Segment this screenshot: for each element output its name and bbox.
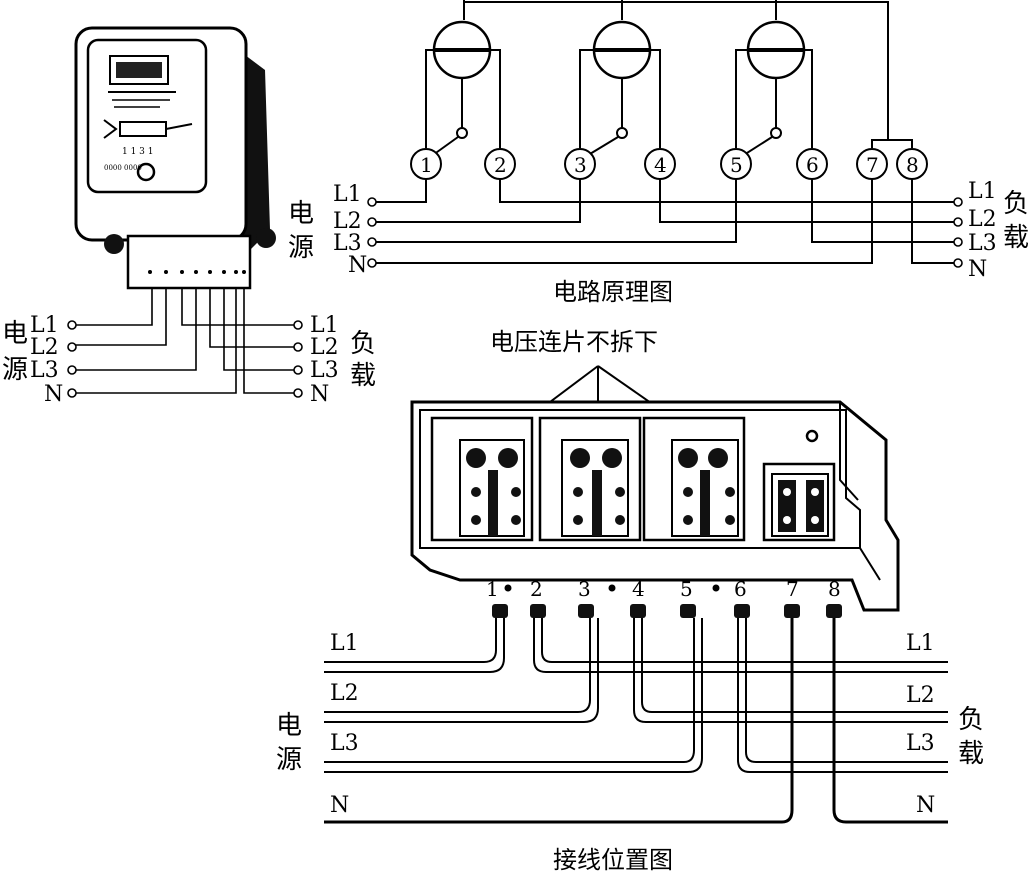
terminal-unit-neutral (762, 462, 836, 542)
principle-terminal-4: 4 (654, 153, 667, 177)
meter-adjust-knob (136, 162, 156, 182)
wiring-load-l1: L1 (906, 631, 935, 656)
meter-load-char-2: 载 (350, 361, 376, 391)
meter-terminal-dots (148, 270, 246, 274)
wiring-terminal-2: 2 (530, 577, 543, 601)
terminal-unit-3 (642, 416, 746, 542)
wiring-src-l3: L3 (330, 731, 359, 756)
principle-load-l3: L3 (968, 231, 997, 256)
meter-screw-right (256, 228, 276, 248)
wiring-load-l2: L2 (906, 683, 935, 708)
wiring-caption: 接线位置图 (553, 846, 673, 874)
meter-source-char-2: 源 (2, 355, 28, 385)
principle-src-l3: L3 (333, 231, 362, 256)
meter-load-l1: L1 (310, 313, 339, 338)
wiring-terminal-4: 4 (632, 577, 645, 601)
meter-dial-marks-left: 0000 0000 (104, 164, 142, 172)
wiring-source-char-1: 电 (276, 711, 302, 741)
coil-2 (592, 20, 652, 80)
meter-wires (75, 288, 295, 394)
principle-terminal-7: 7 (866, 153, 879, 177)
principle-source-char-1: 电 (288, 199, 314, 229)
wiring-load-char-1: 负 (958, 705, 984, 735)
terminal-unit-2 (538, 416, 642, 542)
principle-source-char-2: 源 (288, 233, 314, 263)
principle-src-l2: L2 (333, 209, 362, 234)
meter-rotor-window (119, 121, 167, 137)
wiring-src-n: N (330, 793, 349, 818)
wiring-load-char-2: 载 (958, 739, 984, 769)
meter-terminal-block (126, 234, 252, 290)
principle-terminal-8: 8 (906, 153, 919, 177)
meter-load-l3: L3 (310, 358, 339, 383)
principle-load-l2: L2 (968, 207, 997, 232)
meter-display-digits-bg (116, 62, 162, 78)
wiring-neutral (324, 618, 948, 824)
wiring-src-l2: L2 (330, 681, 359, 706)
wiring-note: 电压连片不拆下 (490, 328, 658, 356)
meter-view: 1 1 3 1 0000 0000 (2, 26, 376, 407)
meter-display-digits: 1 1 3 1 (122, 147, 154, 157)
principle-src-l1: L1 (333, 182, 362, 207)
principle-terminal-6: 6 (806, 153, 819, 177)
wiring-source-char-2: 源 (276, 745, 302, 775)
meter-source-char-1: 电 (2, 319, 28, 349)
wiring-terminal-6: 6 (734, 577, 747, 601)
principle-load-n: N (968, 257, 987, 282)
wiring-load-l3: L3 (906, 731, 935, 756)
principle-terminal-2: 2 (494, 153, 507, 177)
meter-src-l3: L3 (30, 358, 59, 383)
principle-terminal-5: 5 (730, 153, 743, 177)
wiring-terminal-3: 3 (578, 577, 591, 601)
wiring-load-n: N (916, 793, 935, 818)
principle-load-char-1: 负 (1003, 189, 1029, 219)
wiring-terminal-8: 8 (828, 577, 841, 601)
principle-load-char-2: 载 (1003, 223, 1029, 253)
wiring-src-l1: L1 (330, 631, 359, 656)
meter-src-l1: L1 (30, 313, 59, 338)
principle-terminal-3: 3 (574, 153, 587, 177)
principle-load-l1: L1 (968, 179, 997, 204)
principle-diagram: 1 2 3 4 5 6 7 8 L1 L2 L3 N 电 源 L1 (288, 0, 1029, 306)
coil-1 (432, 20, 492, 80)
wiring-terminal-7: 7 (786, 577, 799, 601)
meter-load-char-1: 负 (350, 329, 376, 359)
meter-load-l2: L2 (310, 335, 339, 360)
meter-src-l2: L2 (30, 335, 59, 360)
principle-wires (375, 179, 955, 264)
meter-screw-left (104, 234, 124, 254)
wiring-diagram: 电压连片不拆下 (276, 328, 984, 874)
wiring-terminal-5: 5 (680, 577, 693, 601)
principle-src-n: N (348, 253, 367, 278)
wiring-terminal-1: 1 (486, 577, 499, 601)
principle-caption: 电路原理图 (553, 278, 673, 306)
principle-terminal-1: 1 (420, 153, 433, 177)
meter-load-n: N (310, 382, 329, 407)
meter-src-n: N (44, 382, 63, 407)
coil-3 (746, 20, 806, 80)
wiring-cables (324, 618, 948, 773)
terminal-unit-1 (430, 416, 534, 542)
